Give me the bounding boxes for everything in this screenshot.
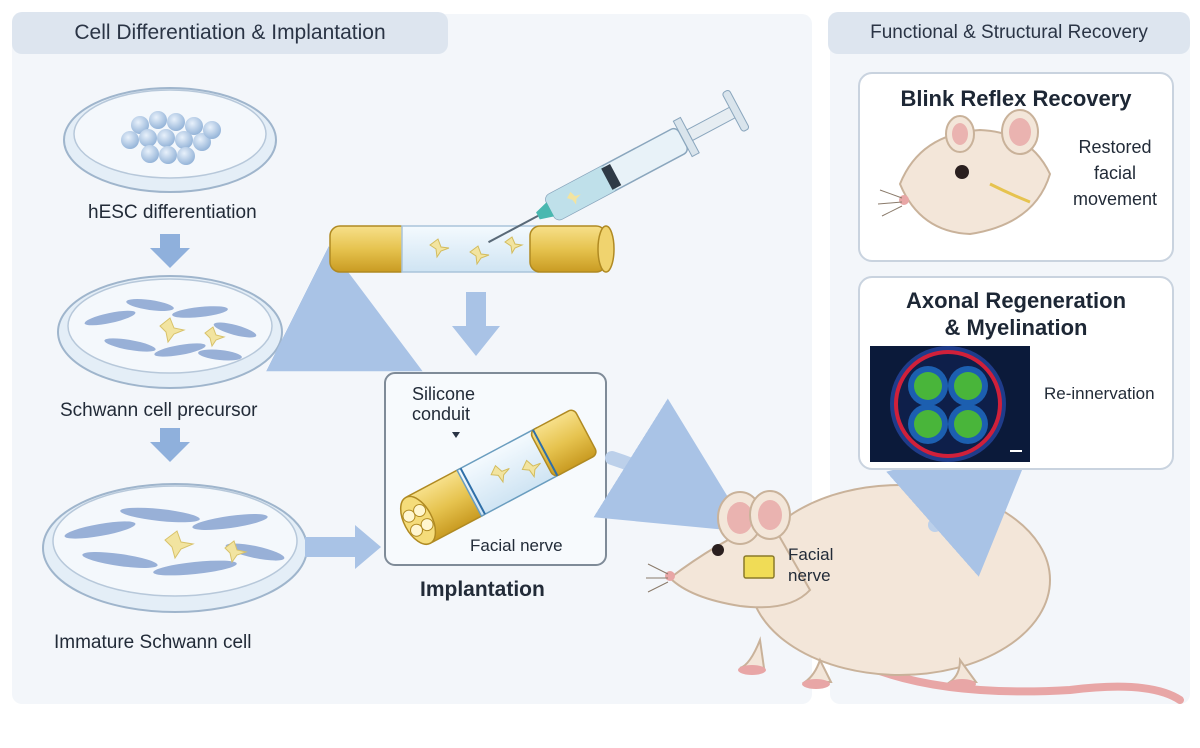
label-facial-nerve-conduit: Facial nerve: [470, 536, 563, 555]
blink-title: Blink Reflex Recovery: [900, 86, 1132, 111]
blink-caption: Restored facial movement: [1072, 137, 1158, 209]
myelination-micrograph: [870, 346, 1030, 462]
label-facial-nerve-rat: Facial nerve: [788, 545, 834, 585]
stem-cell-cluster: [121, 111, 221, 165]
petri-dish-precursor: [57, 275, 283, 389]
conduit-with-nerve: [399, 409, 597, 545]
arrow-precursor-to-implant: [266, 246, 423, 372]
implantation-title: Implantation: [420, 578, 545, 601]
syringe: [488, 89, 750, 244]
label-immature: Immature Schwann cell: [54, 632, 252, 653]
rat-head-illustration: [877, 109, 1052, 236]
facial-nerve-implant-marker: [743, 555, 775, 579]
label-silicone-conduit: Silicone conduit: [412, 384, 476, 424]
section-title-differentiation: Cell Differentiation & Implantation: [12, 12, 448, 54]
axon-title-line1: Axonal Regeneration: [905, 288, 1127, 313]
label-precursor: Schwann cell precursor: [60, 400, 258, 421]
arrow-conduit-down: [452, 292, 500, 356]
card-axonal-regeneration: Axonal Regeneration & Myelination Re-inn…: [858, 276, 1174, 470]
card-blink-reflex: Blink Reflex Recovery Restored facial mo…: [858, 72, 1174, 262]
section-title-recovery: Functional & Structural Recovery: [828, 12, 1190, 54]
label-hesc: hESC differentiation: [88, 202, 257, 223]
axon-title-line2: & Myelination: [944, 315, 1088, 340]
petri-dish-immature: [42, 483, 308, 613]
arrow-rat-to-recovery: [886, 431, 1038, 577]
axon-caption: Re-innervation: [1044, 384, 1155, 403]
down-arrow-1: [150, 234, 190, 268]
petri-dish-hesc: [63, 87, 277, 193]
arrow-immature-to-implant: [305, 525, 381, 569]
down-arrow-2: [150, 428, 190, 462]
rat-illustration: [646, 484, 1184, 704]
conduit-top: [329, 225, 615, 273]
arrow-implant-to-rat: [593, 398, 750, 533]
